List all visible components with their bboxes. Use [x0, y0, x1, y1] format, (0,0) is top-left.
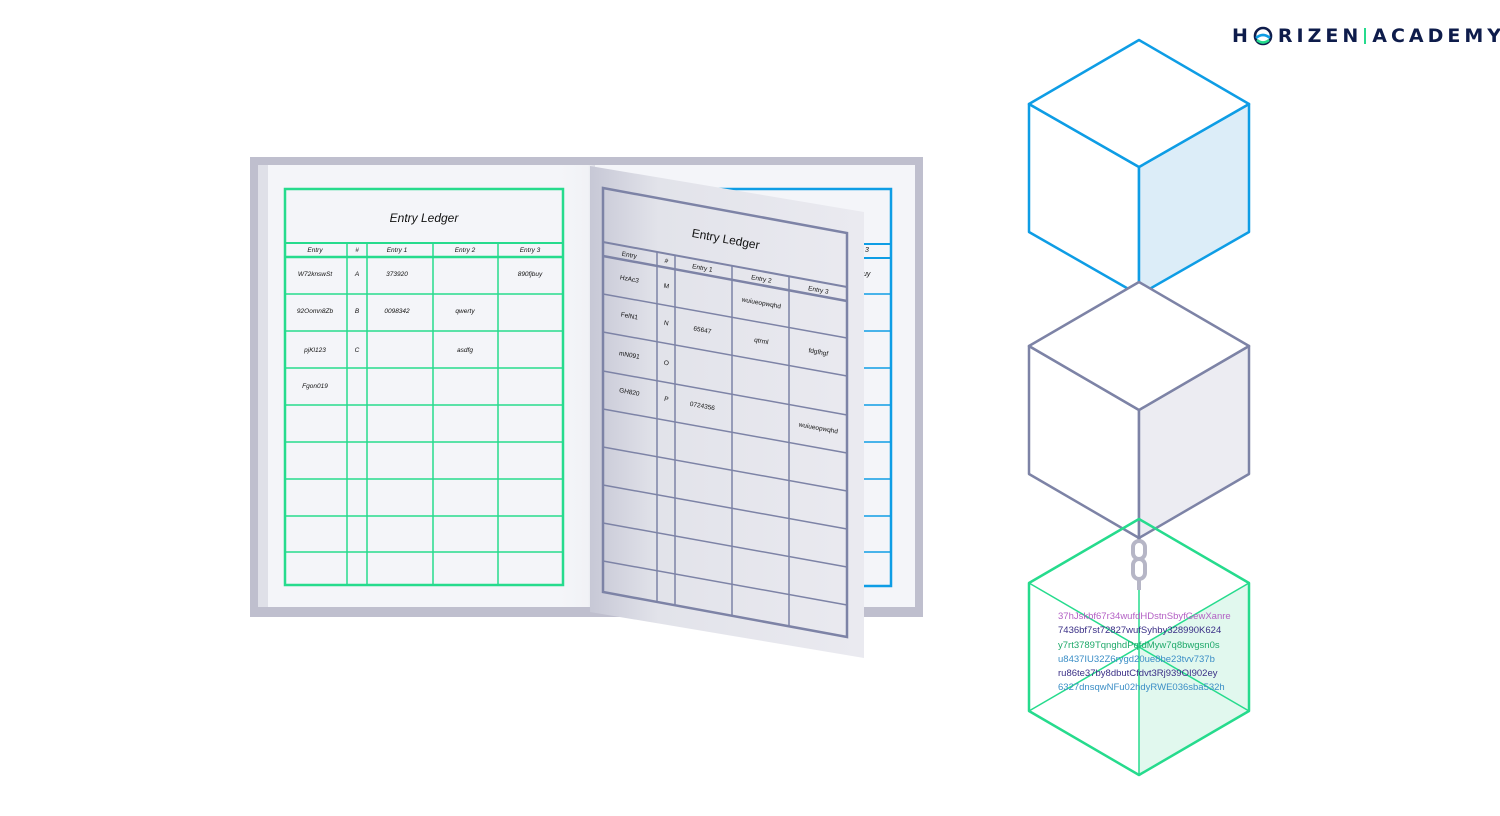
hash-line: u8437IU32Z6rygd20ue8be23tvv737b — [1058, 654, 1215, 665]
right-header-entry-1: Entry 1 — [692, 263, 714, 274]
left-ledger-table: Entry Ledger Entry # Entry 1 Entry 2 Ent… — [283, 187, 565, 587]
logo-separator — [1364, 28, 1367, 44]
hash-line: 7436bf7st72827wufSyhby328990K624 — [1058, 625, 1221, 636]
right-cell: HzAc3 — [619, 274, 639, 284]
right-cell: O — [663, 360, 669, 368]
right-cell: P — [664, 396, 670, 404]
logo-letter-h: H — [1232, 25, 1252, 47]
left-cell: W72knswSt — [298, 271, 334, 278]
right-header-entry-3: Entry 3 — [808, 285, 830, 296]
left-header-entry-1: Entry 1 — [387, 247, 408, 254]
hash-line: 6327dnsqwNFu02hdyRWE036sba532h — [1058, 682, 1225, 693]
left-ledger-title: Entry Ledger — [390, 211, 460, 225]
left-header-number: # — [355, 247, 359, 254]
left-cell: 0098342 — [384, 308, 410, 315]
block-hash-data: 37hJskbf67r34wufdHDstnSbyfGewXanre 7436b… — [1058, 611, 1231, 693]
block-3-cube-icon — [1027, 517, 1251, 777]
right-cell: M — [663, 283, 670, 291]
left-cell: qwerty — [455, 308, 475, 315]
left-cell: C — [355, 347, 360, 354]
right-header-number: # — [664, 258, 669, 266]
flipping-page: Entry Ledger Entry # Entry 1 Entry 2 Ent… — [590, 166, 864, 658]
left-cell: pjKl123 — [303, 347, 326, 354]
block-1-cube-icon — [1027, 38, 1251, 297]
right-cell: FelN1 — [620, 312, 639, 322]
right-cell: N — [663, 320, 669, 328]
left-header-entry-3: Entry 3 — [520, 247, 541, 254]
left-cell: 890fjbuy — [518, 271, 543, 278]
back-page-header-fragment: 3 — [865, 247, 869, 254]
horizen-academy-logo: H RIZEN ACADEMY — [1232, 22, 1500, 50]
right-cell: fdgfhgf — [808, 347, 829, 358]
hash-line: 37hJskbf67r34wufdHDstnSbyfGewXanre — [1058, 611, 1231, 622]
logo-text-rizen: RIZEN — [1277, 25, 1363, 47]
back-page-cell-fragment: uy — [863, 271, 871, 278]
left-cell: 92Oomn8Zb — [297, 308, 334, 315]
left-cell: Fgon019 — [302, 383, 328, 390]
left-cell: B — [355, 308, 360, 315]
right-cell: qtrml — [754, 337, 770, 347]
right-cell: GH820 — [619, 387, 641, 398]
chain-link-icon — [1131, 535, 1147, 590]
right-cell: 65647 — [693, 325, 712, 335]
block-2-cube-icon — [1027, 280, 1251, 540]
right-header-entry-2: Entry 2 — [751, 274, 773, 285]
left-cell: 373920 — [386, 271, 408, 278]
hash-line: y7rt3789TqnghdPqfdMyw7q8bwgsn0s — [1058, 640, 1220, 651]
right-ledger-table — [601, 186, 849, 639]
left-header-entry: Entry — [307, 247, 323, 254]
right-header-entry: Entry — [621, 251, 638, 261]
left-cell: asdfg — [457, 347, 473, 354]
hash-line: ru86te37by8dbutCfdvt3Rj939OI902ey — [1058, 668, 1218, 679]
logo-text-academy: ACADEMY — [1372, 25, 1500, 47]
left-cell: A — [354, 271, 359, 278]
horizen-o-icon — [1253, 26, 1273, 46]
right-cell: mN091 — [618, 350, 640, 361]
right-cell: 0724356 — [689, 401, 716, 413]
left-header-entry-2: Entry 2 — [455, 247, 476, 254]
